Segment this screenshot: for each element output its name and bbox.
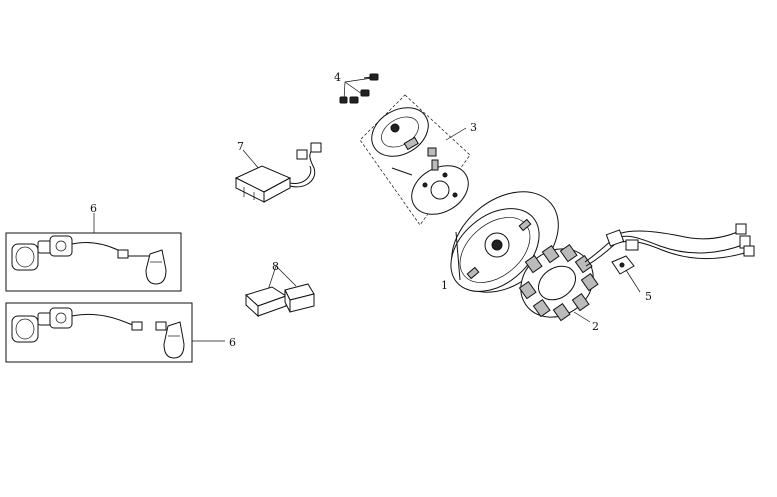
callout-7: 7	[237, 140, 244, 153]
ignition-coil-box-upper	[5, 213, 182, 292]
stator-part-2	[518, 223, 755, 323]
screws-part-4	[339, 73, 379, 104]
ignition-coil-box-lower	[5, 302, 225, 363]
callout-8: 8	[272, 260, 279, 273]
callout-5: 5	[645, 290, 652, 303]
callout-2: 2	[592, 320, 599, 333]
callout-4: 4	[334, 71, 341, 84]
callout-3: 3	[470, 121, 477, 134]
callout-1: 1	[441, 279, 448, 292]
connectors-part-8	[245, 265, 315, 318]
cdi-unit-part-7	[234, 142, 322, 203]
pickup-plate-part-3	[359, 94, 471, 226]
callout-6-lower: 6	[229, 336, 236, 349]
callout-6-upper: 6	[90, 202, 97, 215]
